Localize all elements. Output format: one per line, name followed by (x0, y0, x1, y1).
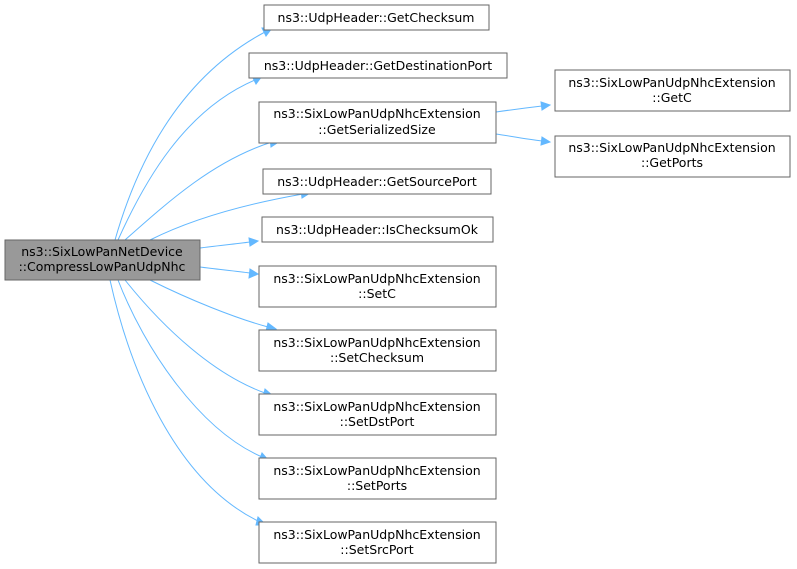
node-getserializedsize-line1: ns3::SixLowPanUdpNhcExtension (273, 106, 480, 121)
node-getc-line1: ns3::SixLowPanUdpNhcExtension (568, 75, 775, 90)
node-setports-line2: ::SetPorts (347, 478, 407, 493)
node-root-line1: ns3::SixLowPanNetDevice (21, 244, 183, 259)
node-getports-line2: ::GetPorts (641, 155, 703, 170)
node-getc[interactable]: ns3::SixLowPanUdpNhcExtension ::GetC (554, 69, 791, 112)
node-setchecksum-line1: ns3::SixLowPanUdpNhcExtension (273, 335, 480, 350)
node-getchecksum[interactable]: ns3::UdpHeader::GetChecksum (263, 4, 490, 31)
node-getsourceport[interactable]: ns3::UdpHeader::GetSourcePort (262, 168, 492, 195)
node-ischecksumok[interactable]: ns3::UdpHeader::IsChecksumOk (261, 216, 494, 243)
node-setdstport[interactable]: ns3::SixLowPanUdpNhcExtension ::SetDstPo… (258, 393, 497, 436)
node-getports[interactable]: ns3::SixLowPanUdpNhcExtension ::GetPorts (554, 135, 791, 178)
node-setsrcport-line2: ::SetSrcPort (340, 542, 413, 557)
edge-root-getserializedsize (124, 141, 273, 241)
edge-root-setports (117, 279, 263, 458)
node-setchecksum[interactable]: ns3::SixLowPanUdpNhcExtension ::SetCheck… (258, 329, 497, 372)
node-setc-line2: ::SetC (358, 286, 396, 301)
edge-arrow-getc (540, 101, 552, 111)
node-getdestinationport-label: ns3::UdpHeader::GetDestinationPort (264, 58, 492, 73)
edge-arrow-setc (248, 268, 260, 279)
edge-root-getdestinationport (117, 79, 256, 241)
edge-arrow-getports (540, 136, 552, 146)
node-root-line2: ::CompressLowPanUdpNhc (19, 259, 186, 274)
edge-getserializedsize-getports (495, 133, 543, 142)
edge-root-setsrcport (109, 279, 259, 522)
node-getchecksum-label: ns3::UdpHeader::GetChecksum (278, 10, 475, 25)
edge-root-setc (199, 266, 251, 274)
node-setdstport-line2: ::SetDstPort (340, 414, 415, 429)
node-getserializedsize[interactable]: ns3::SixLowPanUdpNhcExtension ::GetSeria… (258, 101, 497, 144)
edge-getserializedsize-getc (495, 105, 543, 113)
node-getserializedsize-line2: ::GetSerializedSize (318, 122, 436, 137)
node-setsrcport[interactable]: ns3::SixLowPanUdpNhcExtension ::SetSrcPo… (258, 521, 497, 564)
node-setchecksum-line2: ::SetChecksum (330, 350, 424, 365)
node-setc[interactable]: ns3::SixLowPanUdpNhcExtension ::SetC (258, 265, 497, 308)
edge-root-getchecksum (114, 31, 266, 241)
node-getports-line1: ns3::SixLowPanUdpNhcExtension (568, 140, 775, 155)
node-setports-line1: ns3::SixLowPanUdpNhcExtension (273, 463, 480, 478)
node-root[interactable]: ns3::SixLowPanNetDevice ::CompressLowPan… (4, 239, 201, 281)
node-setsrcport-line1: ns3::SixLowPanUdpNhcExtension (273, 527, 480, 542)
edge-root-setchecksum (149, 279, 269, 328)
node-setports[interactable]: ns3::SixLowPanUdpNhcExtension ::SetPorts (258, 457, 497, 500)
node-setdstport-line1: ns3::SixLowPanUdpNhcExtension (273, 399, 480, 414)
node-getc-line2: ::GetC (652, 90, 692, 105)
edge-root-ischecksumok (199, 241, 251, 249)
node-ischecksumok-label: ns3::UdpHeader::IsChecksumOk (276, 222, 479, 237)
edge-root-getsourceport (149, 193, 304, 241)
node-getsourceport-label: ns3::UdpHeader::GetSourcePort (277, 174, 477, 189)
edge-root-setdstport (124, 279, 266, 394)
node-setc-line1: ns3::SixLowPanUdpNhcExtension (273, 271, 480, 286)
edge-arrow-ischecksumok (248, 237, 260, 247)
node-getdestinationport[interactable]: ns3::UdpHeader::GetDestinationPort (248, 52, 508, 79)
